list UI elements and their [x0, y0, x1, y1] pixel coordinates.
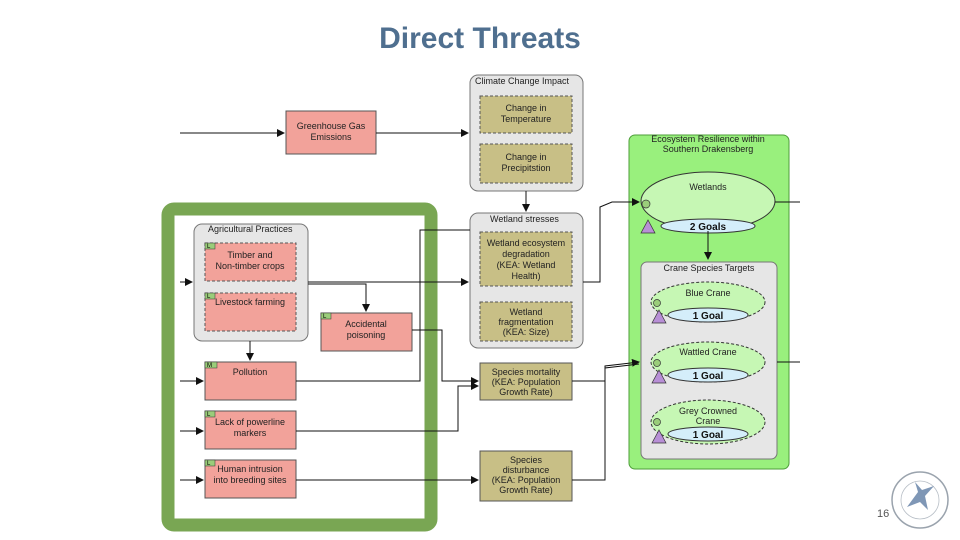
tag-powerline: L [207, 412, 211, 418]
svg-text:Species mortality(KEA: Populat: Species mortality(KEA: PopulationGrowth … [492, 367, 561, 397]
climate-group-label: Climate Change Impact [475, 76, 570, 86]
threat-timber-l2: Non-timber crops [215, 261, 285, 271]
threat-timber-l1: Timber and [227, 250, 272, 260]
threat-ghg-l1: Greenhouse Gas [297, 121, 366, 131]
threat-pollution-label: Pollution [233, 367, 268, 377]
stress-degradation-l4: Health) [511, 271, 540, 281]
threat-intrusion-l1: Human intrusion [217, 464, 283, 474]
threat-pollution: M Pollution [204, 361, 297, 401]
stress-degradation-l3: (KEA: Wetland [497, 260, 556, 270]
target-grey-label-l2: Crane [696, 416, 721, 426]
goal-blue-label: 1 Goal [693, 311, 724, 322]
stress-disturbance-l2: disturbance [503, 465, 550, 475]
wattled-triangle-icon [651, 369, 667, 384]
stress-precip-l1: Change in [505, 152, 546, 162]
threat-livestock: Livestock farming [215, 297, 285, 307]
target-wetlands-label: Wetlands [689, 182, 727, 192]
tag-pollution: M [207, 363, 212, 369]
threat-poisoning-l1: Accidental [345, 319, 387, 329]
stress-degradation-l1: Wetland ecosystem [487, 238, 565, 248]
grey-crane-icon [653, 418, 661, 426]
threat-powerline-l2: markers [234, 428, 267, 438]
stress-temp-l2: Temperature [501, 114, 552, 124]
ecosystem-label-l2: Southern Drakensberg [663, 144, 754, 154]
stress-temp-l1: Change in [505, 103, 546, 113]
stress-precip-l2: Precipitstion [501, 163, 550, 173]
stress-fragmentation-l3: (KEA: Size) [503, 327, 550, 337]
wetland-stresses-label: Wetland stresses [490, 214, 559, 224]
goal-grey-label: 1 Goal [693, 430, 724, 441]
tag-poisoning: L [323, 314, 327, 320]
highlight-frame [161, 202, 438, 532]
stress-disturbance-l4: Growth Rate) [499, 485, 553, 495]
agri-group-label: Agricultural Practices [208, 224, 293, 234]
target-grey-label-l1: Grey Crowned [679, 406, 737, 416]
goal-blue [667, 307, 749, 323]
crane-foundation-logo [891, 471, 949, 529]
tag-intrusion: L [207, 461, 211, 467]
wattled-crane-icon [653, 359, 661, 367]
goal-wattled [667, 367, 749, 383]
goal-wetlands-label: 2 Goals [690, 222, 727, 233]
blue-triangle-icon [651, 309, 667, 324]
stress-disturbance-l3: (KEA: Population [492, 475, 561, 485]
page-number: 16 [877, 508, 890, 520]
tag-livestock: L [207, 294, 211, 300]
stress-mortality-l3: Growth Rate) [499, 387, 553, 397]
stress-fragmentation-l1: Wetland [510, 307, 543, 317]
connectors [180, 129, 800, 484]
target-wattled-label: Wattled Crane [679, 347, 736, 357]
stress-mortality-l1: Species mortality [492, 367, 561, 377]
ecosystem-label-l1: Ecosystem Resilience within [651, 134, 765, 144]
blue-crane-icon [653, 299, 661, 307]
stress-degradation-l2: degradation [502, 249, 550, 259]
wetlands-icon [641, 199, 651, 209]
stress-fragmentation-l2: fragmentation [498, 317, 553, 327]
target-blue-label: Blue Crane [685, 288, 730, 298]
crane-bird-icon [907, 482, 934, 510]
threat-intrusion-l2: into breeding sites [213, 475, 287, 485]
threat-ghg-l2: Emissions [310, 132, 352, 142]
crane-group-label: Crane Species Targets [664, 263, 755, 273]
tag-timber: L [207, 244, 211, 250]
threat-powerline-l1: Lack of powerline [215, 417, 285, 427]
stress-disturbance-l1: Species [510, 455, 543, 465]
threat-poisoning-l2: poisoning [347, 330, 386, 340]
grey-triangle-icon [651, 429, 667, 444]
goal-wattled-label: 1 Goal [693, 371, 724, 382]
goal-grey [667, 426, 749, 442]
page-title: Direct Threats [379, 22, 581, 55]
wetlands-triangle-icon [640, 219, 656, 234]
stress-mortality-l2: (KEA: Population [492, 377, 561, 387]
